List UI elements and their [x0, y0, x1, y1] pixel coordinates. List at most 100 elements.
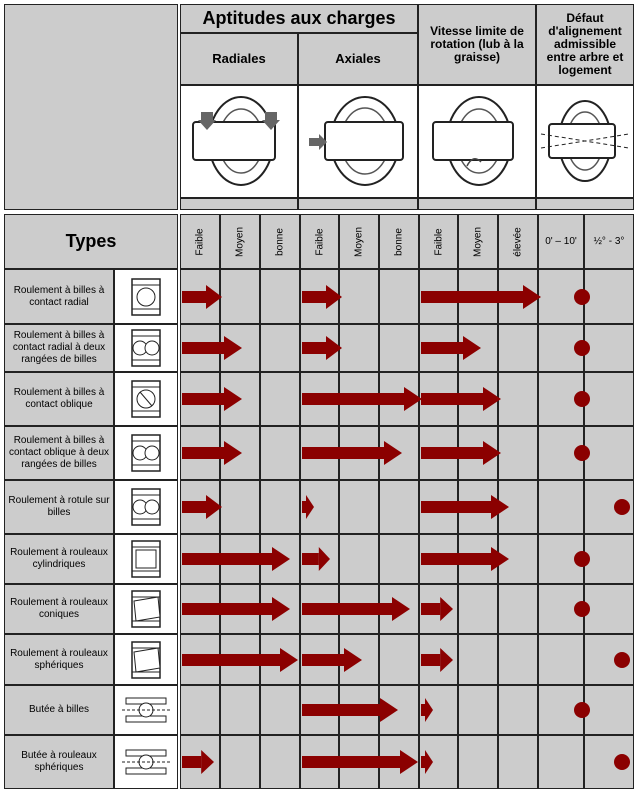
- rating-arrow: [182, 648, 298, 672]
- illustration-axial: [298, 85, 418, 198]
- bearing-type-label: Roulement à rouleaux sphériques: [4, 634, 114, 685]
- rating-arrow: [302, 750, 418, 774]
- misalign-dot: [574, 445, 590, 461]
- rating-arrow: [302, 698, 398, 722]
- grid-cell: [379, 534, 419, 584]
- subcolumn-header: élevée: [498, 214, 538, 269]
- radial-ball-bearing-icon: [114, 269, 178, 324]
- header-speed: Vitesse limite de rotation (lub à la gra…: [418, 4, 536, 85]
- grid-cell: [260, 426, 300, 480]
- rating-arrow: [182, 285, 222, 309]
- grid-cell: [498, 584, 538, 634]
- subcolumn-label: Moyen: [353, 226, 365, 257]
- grid-cell: [538, 480, 584, 534]
- grid-cell: [458, 735, 498, 789]
- subcolumn-header: Moyen: [220, 214, 260, 269]
- grid-cell: [379, 269, 419, 324]
- grid-cell: [498, 426, 538, 480]
- spacer-axial: [298, 198, 418, 210]
- grid-cell: [260, 480, 300, 534]
- spacer-speed: [418, 198, 536, 210]
- grid-cell: [584, 269, 634, 324]
- double-row-angular-bearing-icon: [114, 426, 178, 480]
- subcolumn-label: Faible: [194, 227, 206, 256]
- rating-arrow: [182, 547, 290, 571]
- spacer-misalign: [536, 198, 634, 210]
- grid-cell: [584, 534, 634, 584]
- blank-corner: [4, 4, 178, 210]
- spherical-roller-bearing-icon: [114, 634, 178, 685]
- grid-cell: [584, 735, 634, 789]
- subcolumn-header: Faible: [419, 214, 458, 269]
- grid-cell: [584, 324, 634, 372]
- rating-arrow: [302, 547, 330, 571]
- bearing-type-label: Butée à billes: [4, 685, 114, 735]
- header-misalign: Défaut d'alignement admissible entre arb…: [536, 4, 634, 85]
- bearing-type-label: Butée à rouleaux sphériques: [4, 735, 114, 789]
- subcolumn-label: Moyen: [472, 226, 484, 257]
- rating-arrow: [421, 648, 453, 672]
- misalign-dot: [574, 601, 590, 617]
- subcolumn-label: Faible: [314, 227, 325, 256]
- radial-load-icon: [192, 96, 280, 186]
- cylindrical-roller-bearing-icon: [114, 534, 178, 584]
- bearing-type-label: Roulement à billes à contact oblique: [4, 372, 114, 426]
- subcolumn-header: Moyen: [339, 214, 379, 269]
- grid-cell: [339, 269, 379, 324]
- misalign-dot: [614, 754, 630, 770]
- thrust-ball-bearing-icon: [114, 685, 178, 735]
- rating-arrow: [182, 387, 242, 411]
- grid-cell: [458, 584, 498, 634]
- grid-cell: [584, 426, 634, 480]
- misalign-dot: [614, 652, 630, 668]
- subcolumn-label: Moyen: [234, 226, 246, 257]
- bearing-type-label: Roulement à billes à contact radial: [4, 269, 114, 324]
- rating-arrow: [302, 597, 410, 621]
- illustration-radial: [180, 85, 298, 198]
- rating-arrow: [421, 336, 481, 360]
- misalign-dot: [574, 702, 590, 718]
- rating-arrow: [302, 648, 362, 672]
- grid-cell: [458, 634, 498, 685]
- subcolumn-header: bonne: [379, 214, 419, 269]
- grid-cell: [220, 735, 260, 789]
- grid-cell: [538, 634, 584, 685]
- grid-cell: [498, 372, 538, 426]
- illustration-speed: [418, 85, 536, 198]
- misalign-dot: [574, 391, 590, 407]
- grid-cell: [538, 735, 584, 789]
- rating-arrow: [421, 750, 433, 774]
- misalign-dot: [574, 340, 590, 356]
- rating-arrow: [421, 698, 433, 722]
- subcolumn-label: élevée: [512, 226, 524, 257]
- grid-cell: [458, 685, 498, 735]
- grid-cell: [379, 324, 419, 372]
- subcolumn-header: Moyen: [458, 214, 498, 269]
- bearing-type-label: Roulement à rouleaux coniques: [4, 584, 114, 634]
- grid-cell: [584, 584, 634, 634]
- bearing-type-label: Roulement à rotule sur billes: [4, 480, 114, 534]
- grid-cell: [220, 685, 260, 735]
- grid-cell: [339, 534, 379, 584]
- misalign-column-header: 0' – 10': [538, 214, 584, 269]
- grid-cell: [260, 685, 300, 735]
- rating-arrow: [302, 336, 342, 360]
- grid-cell: [498, 634, 538, 685]
- bearing-type-label: Roulement à billes à contact oblique à d…: [4, 426, 114, 480]
- rating-arrow: [421, 547, 509, 571]
- rating-arrow: [421, 387, 501, 411]
- spacer-radial: [180, 198, 298, 210]
- grid-cell: [260, 269, 300, 324]
- rating-arrow: [421, 285, 541, 309]
- header-radial: Radiales: [180, 33, 298, 85]
- grid-cell: [379, 634, 419, 685]
- misalign-column-header: ½° - 3°: [584, 214, 634, 269]
- grid-cell: [498, 324, 538, 372]
- angular-contact-ball-bearing-icon: [114, 372, 178, 426]
- grid-cell: [339, 324, 379, 372]
- grid-cell: [220, 480, 260, 534]
- rating-arrow: [182, 441, 242, 465]
- rating-arrow: [421, 597, 453, 621]
- tapered-roller-bearing-icon: [114, 584, 178, 634]
